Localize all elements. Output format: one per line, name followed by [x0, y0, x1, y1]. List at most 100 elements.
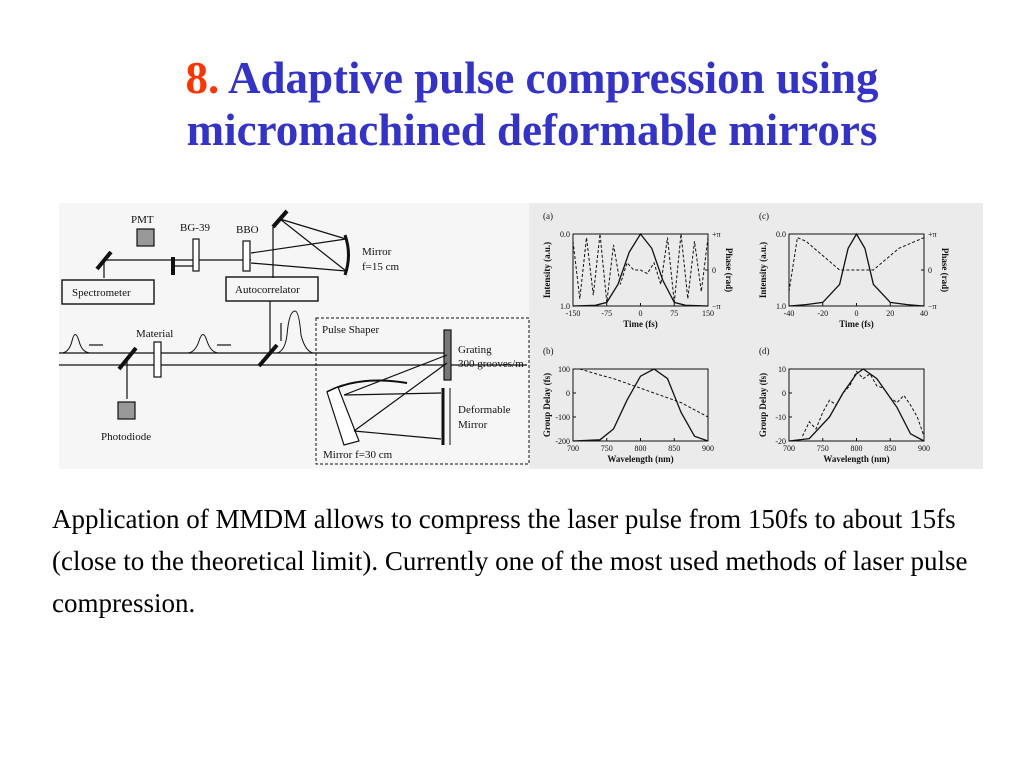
y-tick-label: 0: [566, 389, 570, 398]
x-tick-label: -40: [784, 309, 795, 318]
y-tick-label: 100: [558, 365, 570, 374]
series-line-0: [572, 232, 709, 307]
title-number: 8.: [185, 53, 220, 103]
y2-tick-label: +π: [712, 230, 721, 239]
x-tick-label: 0: [639, 309, 643, 318]
y-tick-label: 1.0: [776, 302, 786, 311]
output-pulse: [186, 334, 220, 354]
input-pulse: [60, 334, 92, 354]
y-tick-label: 0.0: [776, 230, 786, 239]
pmt-label: PMT: [131, 214, 154, 226]
x-tick-label: 850: [668, 444, 680, 453]
material-label: Material: [136, 328, 173, 340]
bg39-label: BG-39: [180, 222, 210, 234]
mirror-label: Mirror: [362, 246, 392, 258]
x-axis-label: Time (fs): [623, 319, 658, 329]
ray-2: [353, 362, 448, 432]
y-axis-label: Intensity (a.u.): [542, 242, 552, 298]
title-line-1: Adaptive pulse compression using: [227, 53, 879, 103]
series-line-0: [572, 368, 709, 442]
y-tick-label: -200: [555, 437, 570, 446]
bbo-crystal: [242, 240, 251, 272]
x-tick-label: 75: [670, 309, 678, 318]
series-line-1: [788, 236, 925, 292]
series-line-0: [788, 368, 925, 442]
ray-3: [343, 392, 442, 396]
x-tick-label: 900: [918, 444, 930, 453]
series-line-1: [802, 370, 925, 437]
y2-tick-label: 0: [712, 266, 716, 275]
experiment-figure: PMT BG-39 BBO Mirror f=15 cm Spectromete…: [59, 203, 983, 469]
beam-d: [250, 262, 347, 272]
x-tick-label: -150: [566, 309, 581, 318]
panel-label: (a): [543, 211, 553, 221]
x-tick-label: 750: [817, 444, 829, 453]
x-tick-label: 40: [920, 309, 928, 318]
series-line-0: [788, 232, 925, 307]
pmt-icon: [136, 228, 155, 247]
x-tick-label: 800: [851, 444, 863, 453]
y-axis-label: Intensity (a.u.): [758, 242, 768, 298]
x-tick-label: 900: [702, 444, 714, 453]
grating-label: Grating: [458, 344, 492, 356]
panel-label: (b): [543, 346, 554, 356]
x-tick-label: 150: [702, 309, 714, 318]
x-tick-label: 700: [567, 444, 579, 453]
photodiode-label: Photodiode: [101, 431, 151, 443]
series-line-1: [579, 368, 709, 418]
bg39-filter: [192, 238, 200, 272]
x-tick-label: -20: [817, 309, 828, 318]
ray-1: [343, 354, 448, 396]
panel-label: (c): [759, 211, 769, 221]
x-tick-label: 750: [601, 444, 613, 453]
x-tick-label: 0: [855, 309, 859, 318]
pulse-shaper-box: [315, 317, 530, 465]
deformable-label-1: Deformable: [458, 404, 511, 416]
mirror-shaper-input: [257, 343, 279, 368]
grating-icon: [443, 329, 452, 381]
series-line-1: [572, 233, 709, 303]
y-tick-label: 0.0: [560, 230, 570, 239]
setup-labels: PMT BG-39 BBO Mirror f=15 cm Spectromete…: [72, 214, 524, 461]
y-tick-label: -20: [775, 437, 786, 446]
x-tick-label: 700: [783, 444, 795, 453]
pulse-shaper-label: Pulse Shaper: [322, 324, 379, 336]
curved-mirror-30-body: [326, 386, 360, 446]
x-axis-label: Wavelength (nm): [607, 454, 673, 464]
beam-a: [279, 218, 347, 240]
y2-tick-label: −π: [712, 302, 721, 311]
panel-label: (d): [759, 346, 770, 356]
spectrometer-box: [61, 279, 155, 305]
y-axis-label: Group Delay (fs): [758, 373, 768, 437]
y2-axis-label: Phase (rad): [940, 248, 950, 292]
mirror-focal-label: f=15 cm: [362, 261, 399, 273]
beam-b: [279, 218, 347, 272]
y2-tick-label: 0: [928, 266, 932, 275]
y2-tick-label: +π: [928, 230, 937, 239]
y-tick-label: 10: [778, 365, 786, 374]
title-line-2: micromachined deformable mirrors: [186, 105, 878, 155]
curved-mirror-15: [343, 234, 350, 276]
mirror-bottom-label: Mirror f=30 cm: [323, 449, 393, 461]
autocorrelator-box: [225, 276, 319, 302]
autocorrelation-trace: [276, 310, 314, 354]
ray-4: [353, 430, 442, 440]
y-tick-label: 0: [782, 389, 786, 398]
photodiode-icon: [117, 401, 136, 420]
deformable-label-2: Mirror: [458, 419, 488, 431]
bbo-label: BBO: [236, 224, 259, 236]
grating-spec-label: 300 grooves/m: [458, 358, 524, 370]
caption-text: Application of MMDM allows to compress t…: [52, 504, 968, 618]
y-tick-label: -10: [775, 413, 786, 422]
optical-setup: [59, 209, 530, 465]
y-axis-label: Group Delay (fs): [542, 373, 552, 437]
x-tick-label: 800: [635, 444, 647, 453]
x-axis-label: Wavelength (nm): [823, 454, 889, 464]
x-tick-label: 850: [884, 444, 896, 453]
x-tick-label: -75: [601, 309, 612, 318]
